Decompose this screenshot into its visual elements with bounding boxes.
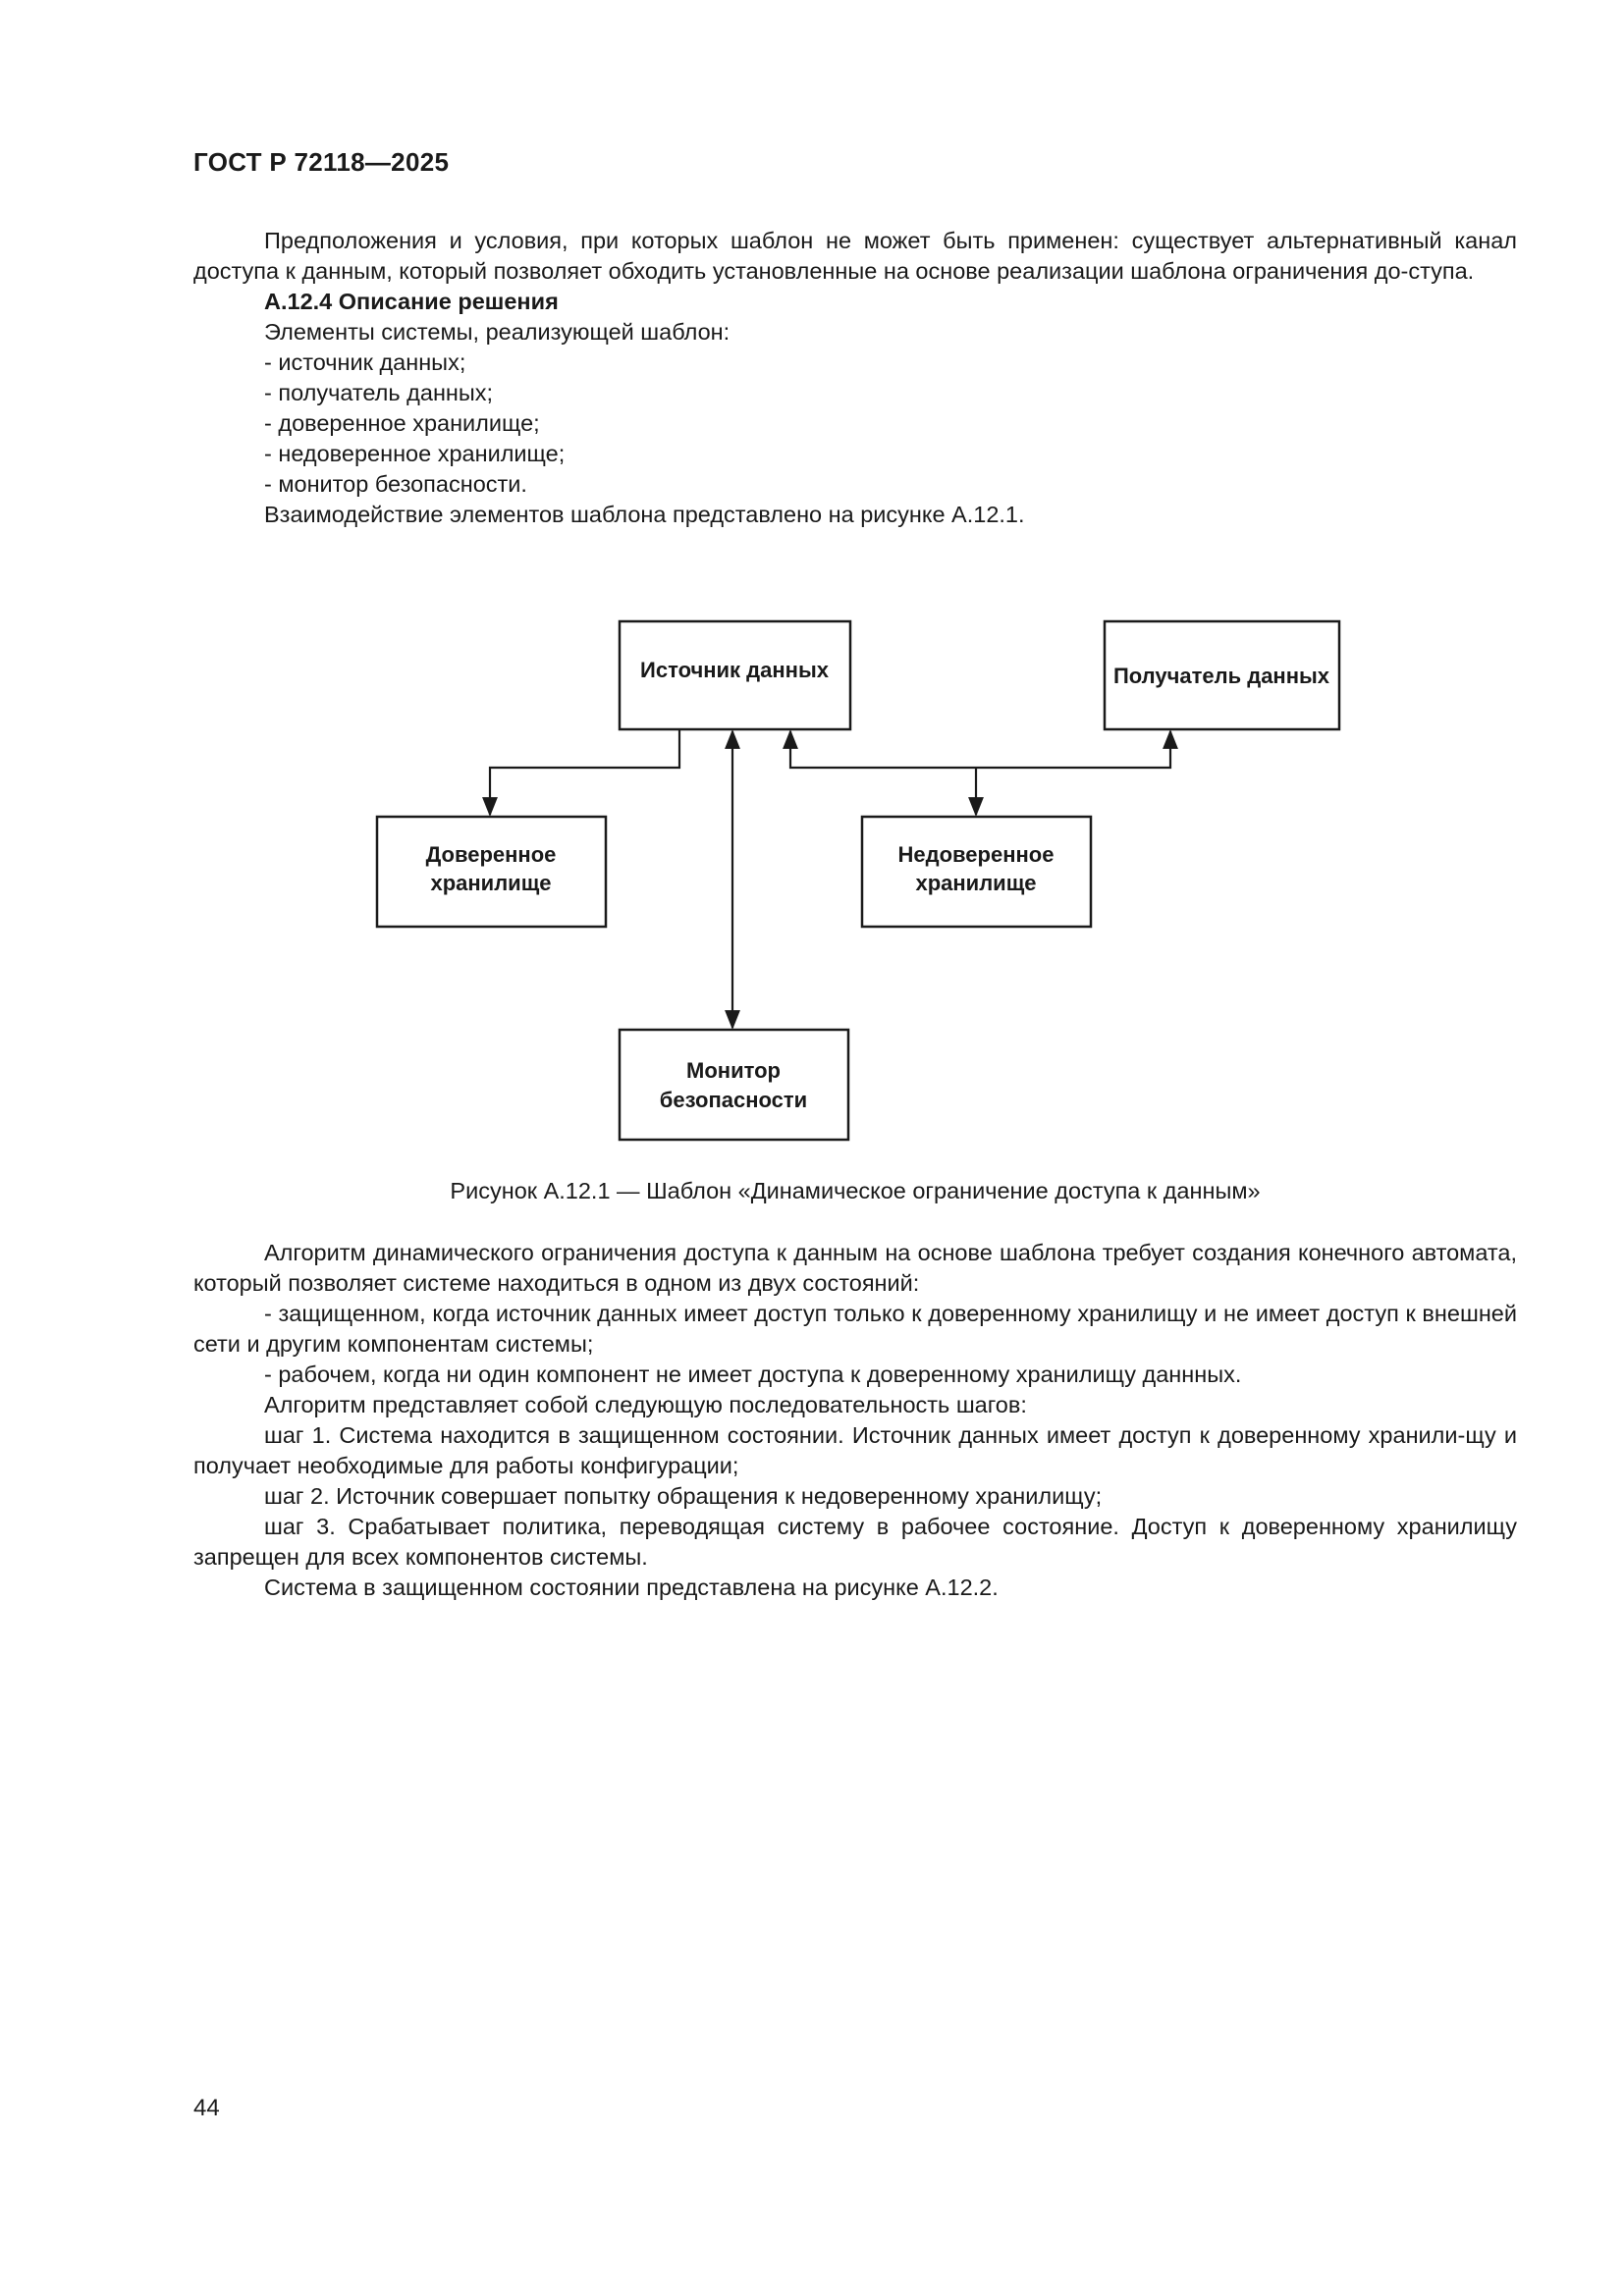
node-untrusted-label-1: Недоверенное (898, 842, 1055, 867)
text-block-algorithm: Алгоритм динамического ограничения досту… (193, 1238, 1517, 1603)
document-header: ГОСТ Р 72118—2025 (193, 147, 450, 177)
list-item: - получатель данных; (264, 380, 494, 405)
step-item: шаг 2. Источник совершает попытку обраще… (264, 1483, 1103, 1509)
paragraph-algorithm-intro: Алгоритм динамического ограничения досту… (193, 1240, 1517, 1296)
node-monitor-box (618, 1028, 850, 1142)
node-trusted-box (375, 815, 608, 929)
list-item: - доверенное хранилище; (264, 410, 540, 436)
list-item: - монитор безопасности. (264, 471, 527, 497)
paragraph-figure-ref: Взаимодействие элементов шаблона предста… (264, 502, 1025, 527)
list-item: - недоверенное хранилище; (264, 441, 566, 466)
paragraph-elements-intro: Элементы системы, реализующей шаблон: (264, 319, 731, 345)
node-trusted-label-1: Доверенное (426, 842, 557, 867)
page-number: 44 (193, 2095, 220, 2121)
node-untrusted-label-2: хранилище (915, 871, 1036, 895)
node-trusted-label-2: хранилище (430, 871, 551, 895)
step-item: шаг 1. Система находится в защищенном со… (193, 1422, 1517, 1478)
list-item: - защищенном, когда источник данных имее… (193, 1301, 1517, 1357)
figure-caption: Рисунок А.12.1 — Шаблон «Динамическое ог… (450, 1178, 1261, 1203)
node-receiver-label: Получатель данных (1113, 664, 1330, 688)
node-untrusted-box (860, 815, 1093, 929)
paragraph-figure-ref: Система в защищенном состоянии представл… (264, 1575, 999, 1600)
edge-bus-source-receiver (783, 729, 1178, 770)
paragraph-assumptions: Предположения и условия, при которых шаб… (193, 228, 1517, 284)
list-item: - рабочем, когда ни один компонент не им… (264, 1362, 1242, 1387)
node-source-label: Источник данных (640, 658, 830, 682)
edge-source-to-trusted (482, 729, 681, 817)
node-receiver-box (1103, 619, 1341, 731)
text-block-intro: Предположения и условия, при которых шаб… (193, 226, 1517, 530)
section-heading: А.12.4 Описание решения (264, 289, 559, 314)
list-item: - источник данных; (264, 349, 466, 375)
node-monitor-label-2: безопасности (660, 1088, 807, 1112)
paragraph-steps-intro: Алгоритм представляет собой следующую по… (264, 1392, 1027, 1417)
node-source-box (618, 619, 852, 731)
node-monitor-label-1: Монитор (686, 1058, 781, 1083)
step-item: шаг 3. Срабатывает политика, переводящая… (193, 1514, 1517, 1570)
